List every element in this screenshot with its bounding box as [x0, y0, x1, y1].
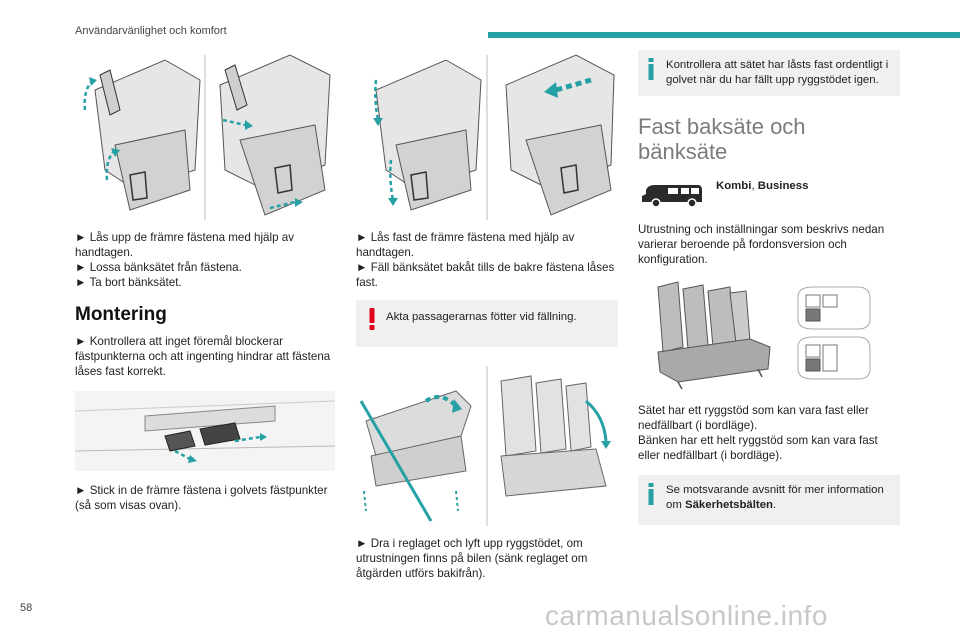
montering-text: ► Kontrollera att inget föremål blockera… — [75, 335, 331, 378]
section-heading-montering: Montering — [75, 304, 167, 325]
raise-backrest-text: ► Dra i reglaget och lyft upp ryggstödet… — [356, 537, 588, 580]
illustration-raise-backrest — [356, 361, 618, 526]
info-icon — [648, 58, 654, 80]
step-release: ► Lossa bänksätet från fästena. — [75, 261, 242, 274]
warning-box: Akta passagerarnas fötter vid fällning. — [356, 300, 618, 347]
warning-icon — [369, 308, 375, 330]
van-icon — [642, 185, 702, 208]
section-heading-fixed-seat: Fast baksäte och bänksäte — [638, 114, 900, 164]
seat-text-1: Sätet har ett ryggstöd som kan vara fast… — [638, 404, 869, 432]
version-separator: , — [751, 180, 758, 192]
info-box-bottom: Se motsvarande avsnitt för mer informati… — [638, 475, 900, 525]
version-labels: Kombi, Business — [716, 180, 808, 192]
illustration-lock-bench — [356, 50, 618, 222]
info-top-text: Kontrollera att sätet har låsts fast ord… — [666, 59, 889, 86]
seat-text-2: Bänken har ett helt ryggstöd som kan var… — [638, 434, 878, 462]
info-icon — [648, 483, 654, 505]
version-business: Business — [757, 180, 809, 192]
warning-text: Akta passagerarnas fötter vid fällning. — [386, 311, 577, 323]
page-number: 58 — [20, 602, 33, 614]
big-heading-line1: Fast baksäte och — [638, 114, 806, 139]
info-bottom-suffix: . — [773, 499, 777, 511]
header-title: Användarvänlighet och komfort — [75, 25, 227, 37]
step-remove: ► Ta bort bänksätet. — [75, 276, 182, 289]
seatbelts-link: Säkerhetsbälten — [685, 499, 773, 511]
version-kombi: Kombi — [716, 180, 752, 192]
big-heading-line2: bänksäte — [638, 139, 728, 164]
column-2: ► Lås fast de främre fästena med hjälp a… — [356, 50, 618, 581]
version-row: Kombi, Business — [638, 178, 900, 212]
info-bottom-prefix: Se motsvarande avsnitt för mer informati… — [666, 484, 884, 511]
info-box-top: Kontrollera att sätet har låsts fast ord… — [638, 50, 900, 96]
stick-text: ► Stick in de främre fästena i golvets f… — [75, 484, 328, 512]
illustration-floor-anchors — [75, 391, 335, 471]
column-3: Kontrollera att sätet har låsts fast ord… — [638, 50, 900, 525]
watermark: carmanualsonline.info — [545, 600, 828, 631]
step-fold-back: ► Fäll bänksätet bakåt tills de bakre fä… — [356, 261, 615, 289]
step-unlock: ► Lås upp de främre fästena med hjälp av… — [75, 231, 294, 259]
step-lock: ► Lås fast de främre fästena med hjälp a… — [356, 231, 575, 259]
column-1: ► Lås upp de främre fästena med hjälp av… — [75, 50, 335, 513]
illustration-unlock-bench — [75, 50, 335, 222]
header-accent-bar — [488, 32, 960, 38]
illustration-fixed-seat-bench — [638, 277, 900, 395]
intro-text: Utrustning och inställningar som beskriv… — [638, 223, 885, 266]
